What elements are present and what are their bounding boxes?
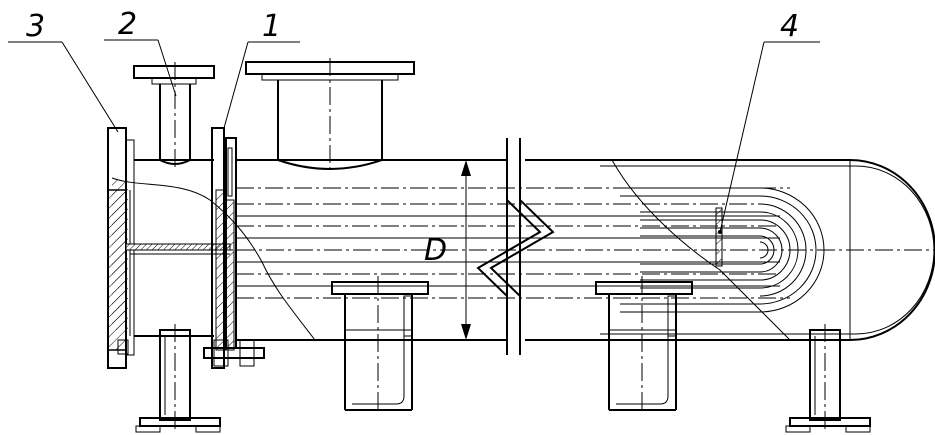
cutaway-curve-right — [611, 159, 791, 341]
callout-4: 4 — [718, 9, 820, 234]
nozzle-bottom-left — [331, 276, 429, 414]
nozzle-large — [245, 58, 415, 170]
support-right — [785, 324, 871, 433]
tube-bundle — [150, 187, 935, 299]
callout-label-3: 3 — [26, 9, 45, 44]
u-bends — [620, 187, 825, 313]
baffle — [715, 207, 723, 267]
callout-label-4: 4 — [780, 9, 799, 44]
tubesheet-flange — [211, 127, 237, 369]
nozzle-bottom-right — [595, 276, 693, 414]
support-left — [135, 324, 221, 433]
callout-3: 3 — [8, 9, 119, 133]
callout-2: 2 — [104, 7, 177, 97]
callout-label-1: 1 — [262, 9, 281, 44]
nozzle-small — [133, 62, 215, 168]
callout-label-2: 2 — [118, 7, 137, 42]
dimension-label: D — [424, 233, 447, 268]
channel-body — [111, 159, 316, 341]
dimension-d: D — [424, 160, 471, 340]
break-lines — [476, 138, 555, 355]
flange-bolts — [117, 339, 265, 367]
callout-1: 1 — [223, 9, 300, 129]
